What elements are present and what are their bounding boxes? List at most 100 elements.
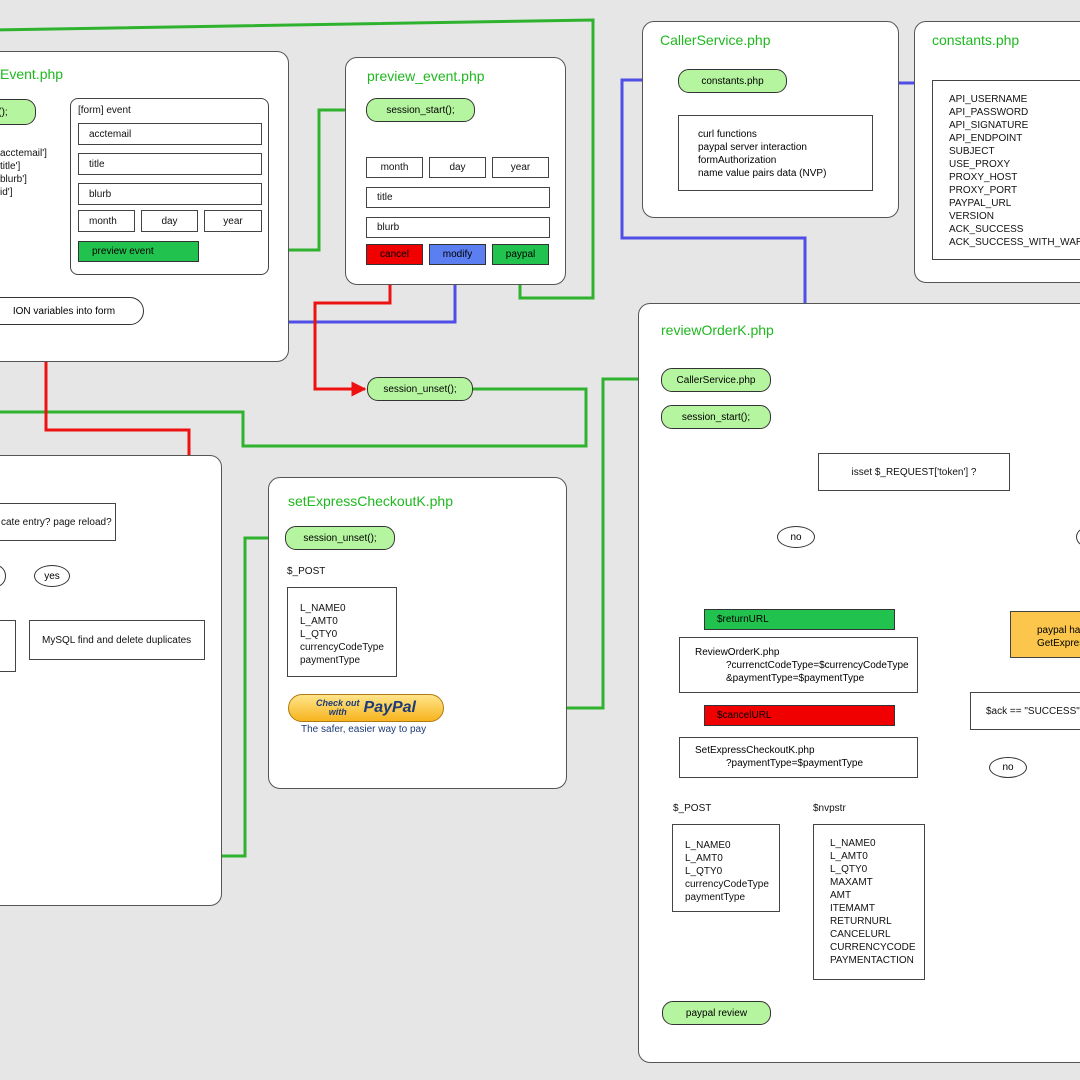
preview-event-button[interactable]: preview event xyxy=(78,241,199,262)
constant-item: API_USERNAME xyxy=(949,94,1028,105)
session-unset-pill: session_unset(); xyxy=(367,377,473,401)
review-post-label: $_POST xyxy=(673,803,712,814)
nvp-item: MAXAMT xyxy=(830,877,873,888)
panel-preview-title: preview_event.php xyxy=(367,68,485,84)
post-item: L_QTY0 xyxy=(300,629,338,640)
nvp-item: AMT xyxy=(830,890,852,901)
setexpress-session-unset-pill: session_unset(); xyxy=(285,526,395,550)
wire-cancel-to-unset xyxy=(313,265,392,397)
post-item: currencyCodeType xyxy=(300,642,384,653)
constant-item: API_SIGNATURE xyxy=(949,120,1029,131)
return-url-line: ?currenctCodeType=$currencyCodeType xyxy=(726,660,909,671)
paypal-button[interactable]: paypal xyxy=(492,244,549,265)
post-item: L_AMT0 xyxy=(300,616,338,627)
constant-item: API_ENDPOINT xyxy=(949,133,1023,144)
day-field[interactable]: day xyxy=(141,210,198,232)
constants-list: API_USERNAME API_PASSWORD API_SIGNATURE API… xyxy=(932,80,1080,260)
caller-function: name value pairs data (NVP) xyxy=(698,168,827,179)
post-item: paymentType xyxy=(685,892,746,903)
session-var: id'] xyxy=(0,187,13,198)
preview-blurb-field: blurb xyxy=(366,217,550,238)
return-url-line: ReviewOrderK.php xyxy=(695,647,780,658)
nvp-item: PAYMENTACTION xyxy=(830,955,914,966)
constant-item: API_PASSWORD xyxy=(949,107,1029,118)
wire-top-loop xyxy=(0,18,595,300)
token-question: isset $_REQUEST['token'] ? xyxy=(818,453,1010,491)
nvp-item: L_QTY0 xyxy=(830,864,868,875)
ack-question: $ack == "SUCCESS" || " xyxy=(970,692,1080,730)
panel-caller-title: CallerService.php xyxy=(660,32,771,48)
panel-setexpress-title: setExpressCheckoutK.php xyxy=(288,493,453,509)
paypal-note-line: paypal ha xyxy=(1037,625,1080,636)
blurb-field[interactable]: blurb xyxy=(78,183,262,205)
constant-item: PROXY_HOST xyxy=(949,172,1018,183)
no-oval-ack: no xyxy=(989,757,1027,778)
nvp-item: L_NAME0 xyxy=(830,838,876,849)
constant-item: PAYPAL_URL xyxy=(949,198,1012,209)
constant-item: ACK_SUCCESS xyxy=(949,224,1024,235)
acctemail-field[interactable]: acctemail xyxy=(78,123,262,145)
year-field[interactable]: year xyxy=(204,210,262,232)
session-var: acctemail'] xyxy=(0,148,47,159)
month-field[interactable]: month xyxy=(78,210,135,232)
cancel-url-line: ?paymentType=$paymentType xyxy=(726,758,864,769)
preview-day-field: day xyxy=(429,157,486,178)
preview-month-field: month xyxy=(366,157,423,178)
preview-title-field: title xyxy=(366,187,550,208)
nvp-item: RETURNURL xyxy=(830,916,892,927)
partial-red-box xyxy=(0,620,16,672)
wire-session-unset-to-left xyxy=(0,387,588,448)
panel-constants-title: constants.php xyxy=(932,32,1020,48)
paypal-review-pill: paypal review xyxy=(662,1001,771,1025)
constant-item: VERSION xyxy=(949,211,995,222)
caller-function: paypal server interaction xyxy=(698,142,807,153)
caller-function: formAuthorization xyxy=(698,155,777,166)
paypal-checkout-small: Check out with xyxy=(316,698,360,717)
title-field[interactable]: title xyxy=(78,153,262,175)
mysql-delete-duplicates: MySQL find and delete duplicates xyxy=(29,620,205,660)
return-url-line: &paymentType=$paymentType xyxy=(726,673,865,684)
session-into-form-pill: ION variables into form xyxy=(0,297,144,325)
constant-item: SUBJECT xyxy=(949,146,995,157)
event-session-pill: (); xyxy=(0,99,36,125)
nvp-item: ITEMAMT xyxy=(830,903,875,914)
cancel-url-box: SetExpressCheckoutK.php ?paymentType=$pa… xyxy=(679,737,918,778)
preview-year-field: year xyxy=(492,157,549,178)
event-form-label: [form] event xyxy=(78,105,131,116)
session-var: title'] xyxy=(0,161,21,172)
paypal-checkout-button[interactable]: Check out with PayPal xyxy=(288,694,444,722)
paypal-note-line: GetExpres xyxy=(1037,638,1080,649)
modify-button[interactable]: modify xyxy=(429,244,486,265)
paypal-note-box: paypal ha GetExpres xyxy=(1010,611,1080,658)
caller-functions-box: curl functions paypal server interaction… xyxy=(678,115,873,191)
post-item: L_NAME0 xyxy=(300,603,346,614)
duplicate-question: cate entry? page reload? xyxy=(0,503,116,541)
constant-item: USE_PROXY xyxy=(949,159,1011,170)
paypal-logo-text: PayPal xyxy=(363,699,416,716)
post-item: L_NAME0 xyxy=(685,840,731,851)
cancel-button[interactable]: cancel xyxy=(366,244,423,265)
panel-event-title: Event.php xyxy=(0,66,64,82)
nvp-item: CURRENCYCODE xyxy=(830,942,916,953)
constant-item: PROXY_PORT xyxy=(949,185,1018,196)
paypal-tagline: The safer, easier way to pay xyxy=(301,724,427,735)
caller-function: curl functions xyxy=(698,129,757,140)
cancel-url-line: SetExpressCheckoutK.php xyxy=(695,745,815,756)
return-url-box: ReviewOrderK.php ?currenctCodeType=$curr… xyxy=(679,637,918,693)
constant-item: ACK_SUCCESS_WITH_WARNING xyxy=(949,237,1080,248)
session-var: blurb'] xyxy=(0,174,27,185)
preview-session-start-pill: session_start(); xyxy=(366,98,475,122)
review-session-start-pill: session_start(); xyxy=(661,405,771,429)
constants-pill: constants.php xyxy=(678,69,787,93)
post-item: currencyCodeType xyxy=(685,879,769,890)
nvp-item: L_AMT0 xyxy=(830,851,868,862)
setexpress-post-label: $_POST xyxy=(287,566,326,577)
cancel-url-bar: $cancelURL xyxy=(704,705,895,726)
yes-oval: yes xyxy=(34,565,70,587)
post-item: paymentType xyxy=(300,655,361,666)
post-item: L_AMT0 xyxy=(685,853,723,864)
